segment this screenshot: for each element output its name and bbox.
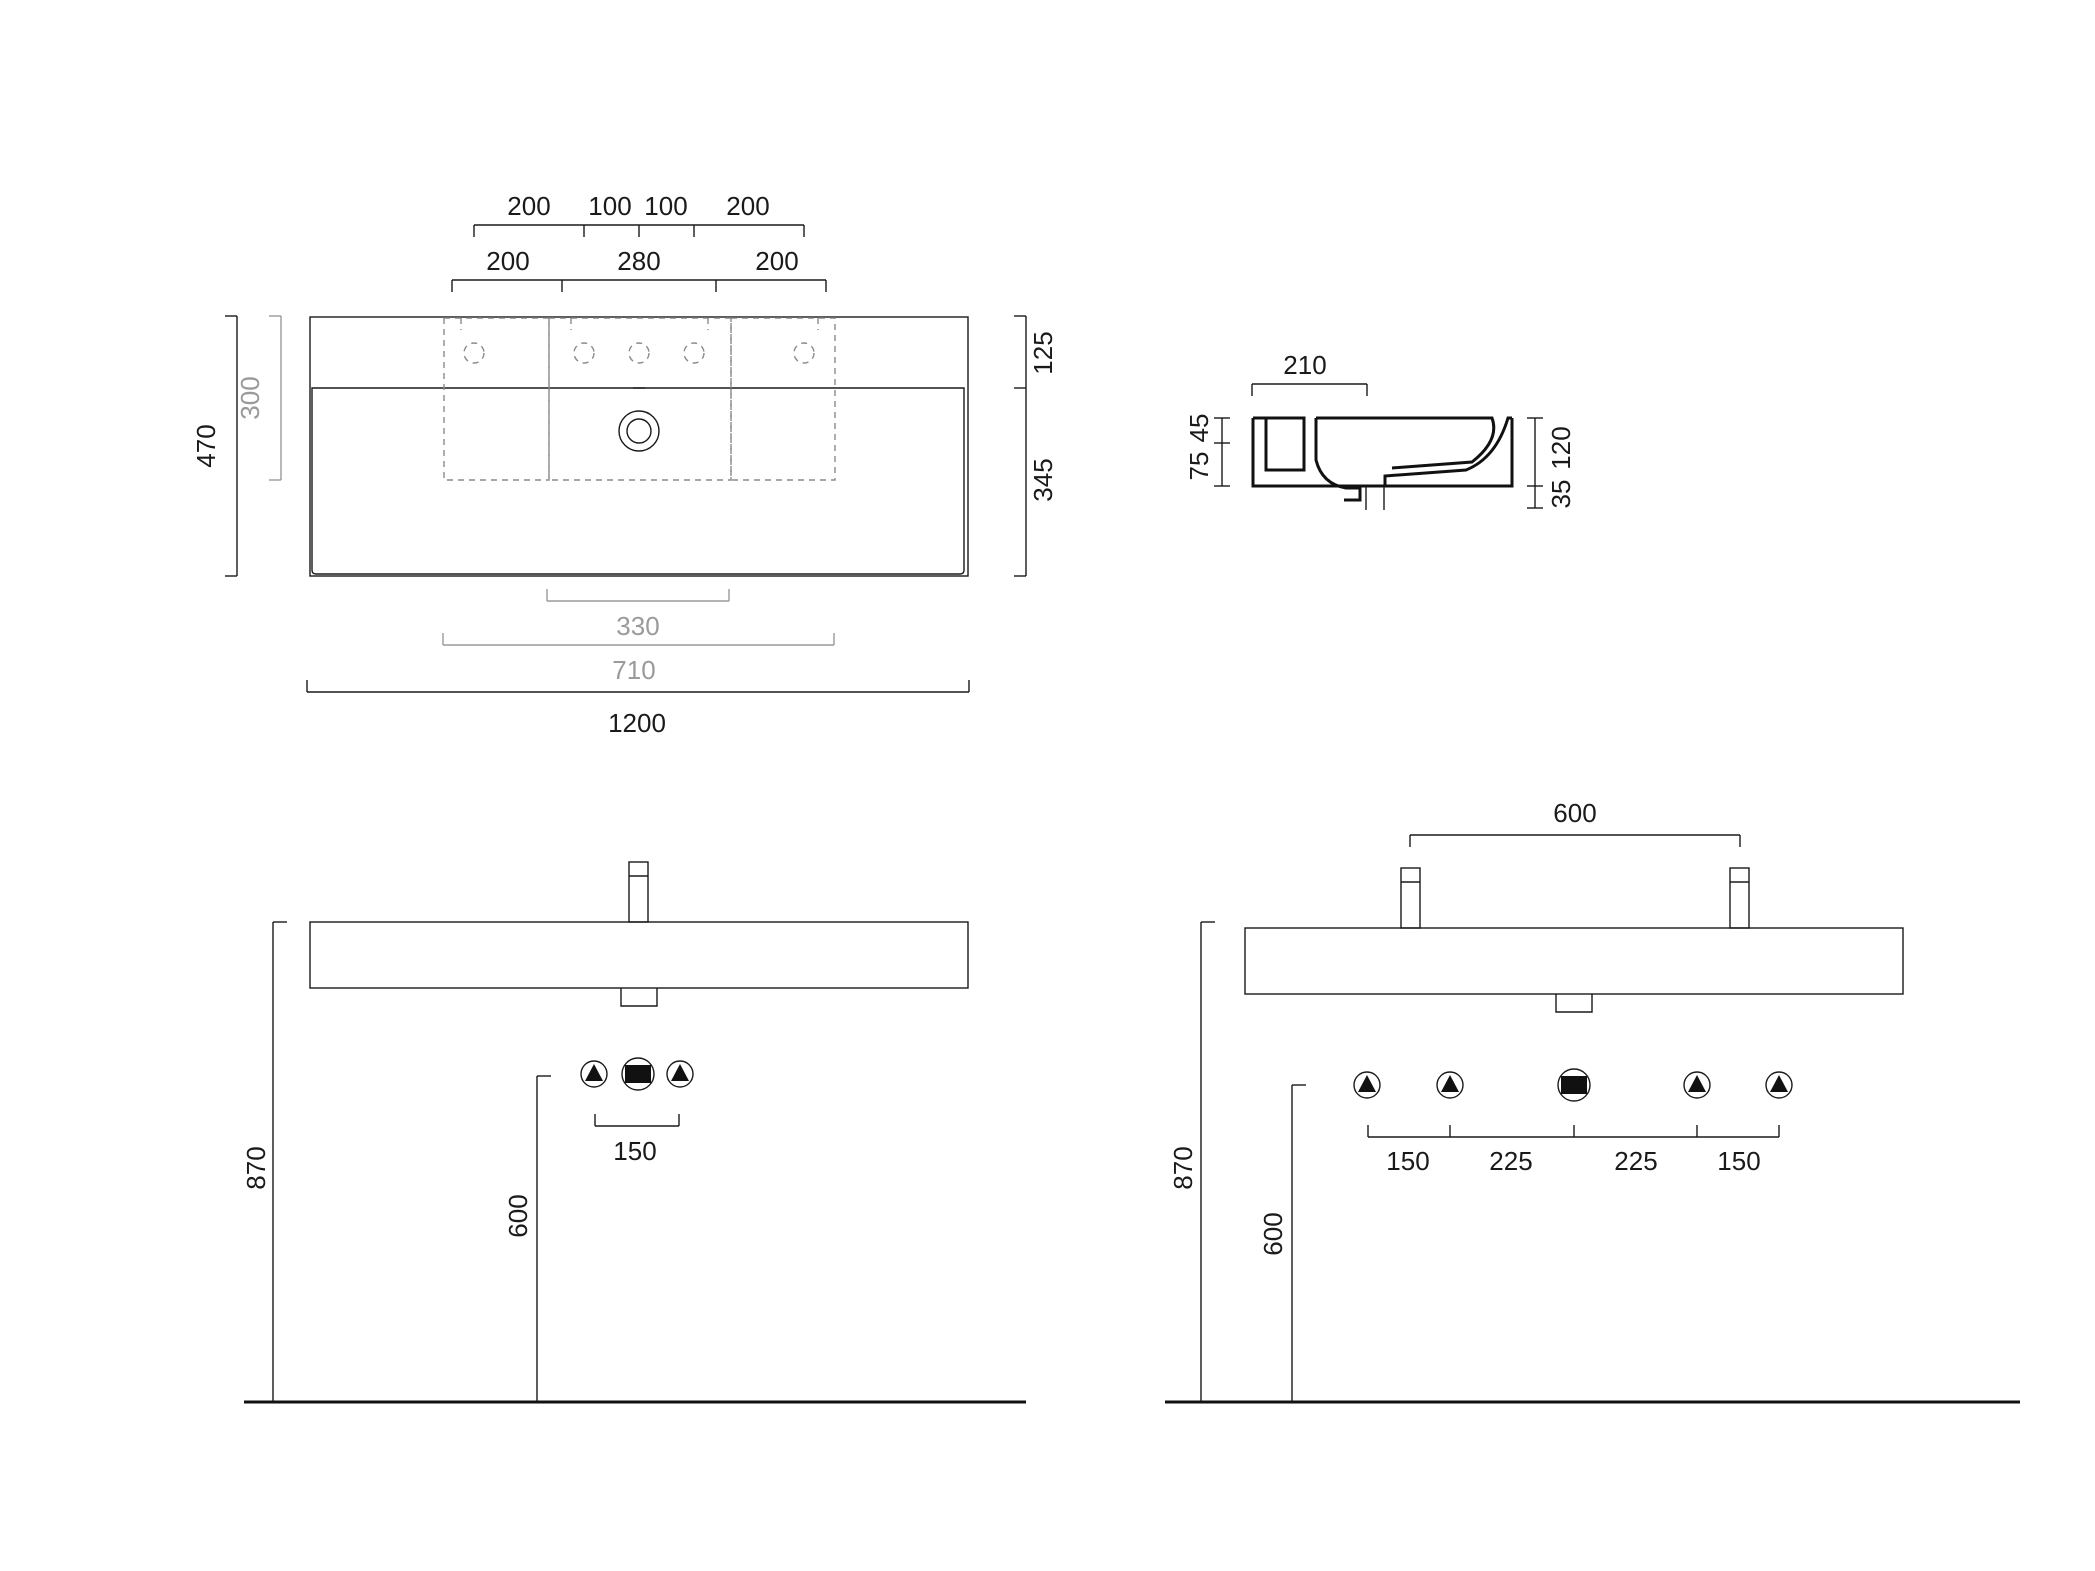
tap-hole-icon [463,342,485,364]
supply-valve-icon [1683,1071,1711,1099]
second-dimension-row: 200 280 200 [451,246,827,292]
waste-outlet [1555,994,1593,1013]
square-icon [625,1065,651,1083]
basin-outline [309,316,969,577]
supply-valve-icon [1436,1071,1464,1099]
triangle-icon [671,1064,689,1081]
dim-top-3: 100 [644,191,687,221]
dim-top-4: 200 [726,191,769,221]
basin-section-profile [1251,416,1514,510]
dim-bottom-710: 710 [612,655,655,685]
dim-tap-spacing: 600 [1553,798,1596,828]
dim-section-right-lower: 35 [1546,480,1576,509]
tap-icon [1400,867,1421,929]
dim-right-bottom: 345 [1028,458,1058,501]
drain-icon [618,410,660,452]
dim-section-left-upper: 45 [1184,414,1214,443]
dim-left-inner: 300 [235,376,265,419]
dim-section-left-lower: 75 [1184,452,1214,481]
waste-connection-icon [1557,1068,1591,1102]
dim-top-1: 200 [507,191,550,221]
waste-connection-icon [621,1057,655,1091]
dim-double-waste-height: 600 [1258,1212,1288,1255]
dim-section-width: 210 [1283,350,1326,380]
dim-second-2: 280 [617,246,660,276]
dim-section-right-height: 120 [1546,426,1576,469]
triangle-icon [1441,1075,1459,1092]
tap-hole-icon [628,342,650,364]
dim-bottom-1200: 1200 [608,708,666,738]
dim-second-3: 200 [755,246,798,276]
tap-holes [463,342,815,364]
right-dimensions: 125 345 [1014,315,1058,577]
section-view: 210 45 75 120 35 [1184,350,1576,510]
basin-front [1244,927,1904,995]
tap-hole-icon [793,342,815,364]
wall-connections [1353,1068,1793,1102]
dim-double-spacing-3: 225 [1614,1146,1657,1176]
bottom-dimensions: 330 710 1200 [306,589,970,738]
dim-double-spacing-2: 225 [1489,1146,1532,1176]
tap-icon [1729,867,1750,929]
basin-bowl [311,387,965,575]
dim-right-top: 125 [1028,331,1058,374]
left-dimensions: 470 300 [191,315,282,577]
dim-single-basin-height: 870 [241,1146,271,1189]
triangle-icon [1358,1075,1376,1092]
dim-top-2: 100 [588,191,631,221]
triangle-icon [585,1064,603,1081]
supply-valve-icon [666,1060,694,1088]
dim-double-spacing-1: 150 [1386,1146,1429,1176]
tap-hole-icon [573,342,595,364]
square-icon [1561,1076,1587,1094]
plan-view: 200 100 100 200 200 280 200 [191,191,1058,738]
elevation-single-tap: 150 870 600 [241,861,1026,1404]
elevation-double-tap: 600 150 225 225 [1165,798,2020,1404]
basin-front [309,921,969,989]
dim-single-waste-height: 600 [503,1194,533,1237]
dim-bottom-330: 330 [616,611,659,641]
triangle-icon [1688,1075,1706,1092]
supply-valve-icon [1353,1071,1381,1099]
tap-hole-zones [443,317,836,481]
tap-icon [628,861,649,923]
top-dimension-row: 200 100 100 200 [473,191,805,237]
wall-connections [580,1057,694,1091]
waste-outlet [620,988,658,1007]
dim-double-basin-height: 870 [1168,1146,1198,1189]
tap-hole-icon [683,342,705,364]
supply-valve-icon [1765,1071,1793,1099]
triangle-icon [1770,1075,1788,1092]
dim-single-spacing: 150 [613,1136,656,1166]
dim-double-spacing-4: 150 [1717,1146,1760,1176]
supply-valve-icon [580,1060,608,1088]
dim-left-outer: 470 [191,424,221,467]
dim-second-1: 200 [486,246,529,276]
